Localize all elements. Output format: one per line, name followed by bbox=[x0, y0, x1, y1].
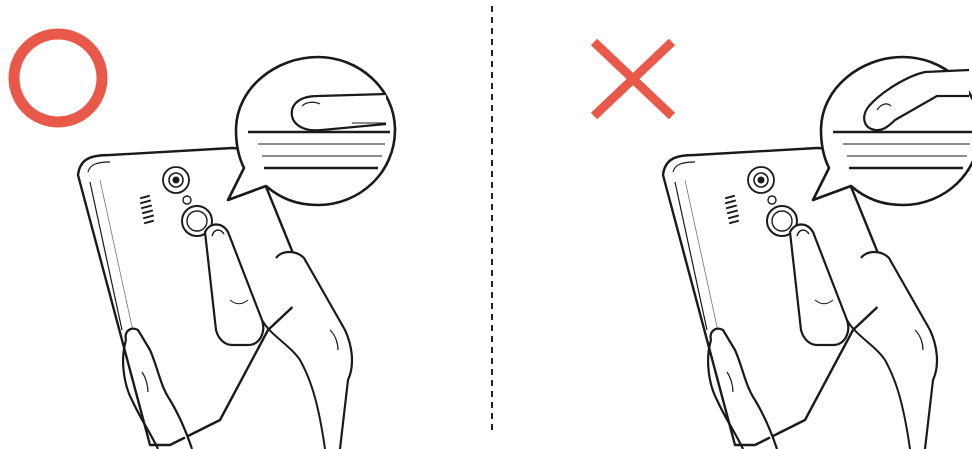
magnified-finger-bubble bbox=[228, 57, 395, 205]
finger-flat-contact bbox=[292, 94, 386, 130]
incorrect-cross-icon bbox=[594, 42, 672, 116]
panel-correct bbox=[14, 34, 395, 449]
magnified-fingertip-bubble bbox=[813, 57, 972, 205]
correct-circle-icon bbox=[14, 34, 102, 122]
panel-incorrect bbox=[594, 42, 972, 449]
